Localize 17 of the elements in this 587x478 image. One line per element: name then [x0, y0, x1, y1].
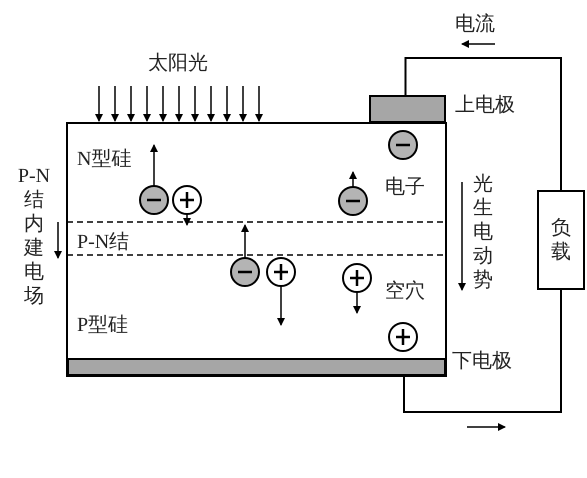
load-label: 负载 [551, 216, 571, 264]
particle-label: 电子 [385, 176, 425, 198]
sunlight-label: 太阳光 [148, 52, 208, 74]
wire [404, 57, 562, 190]
voltage-label: 光生电动势 [472, 172, 494, 292]
field-label: P-N结内建电场 [16, 164, 52, 308]
region-label: P型硅 [77, 314, 128, 336]
particle-label: 空穴 [385, 280, 425, 302]
electrode-bar [67, 358, 446, 376]
current-label: 电流 [455, 13, 495, 35]
electrode-bar [369, 95, 446, 123]
electrode-label: 下电极 [452, 350, 512, 372]
region-label: N型硅 [77, 148, 132, 170]
wire [403, 290, 562, 413]
load-box [537, 190, 585, 290]
electrode-label: 上电极 [455, 94, 515, 116]
region-label: P-N结 [77, 231, 130, 253]
